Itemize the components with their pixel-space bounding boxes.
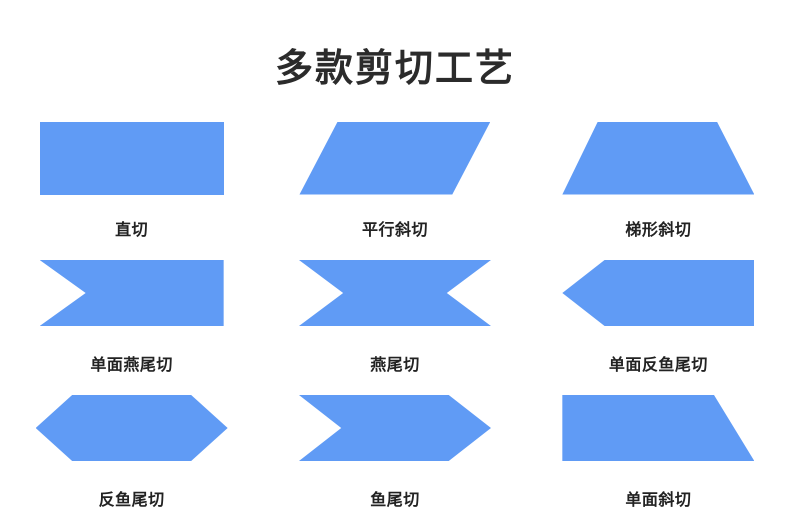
shape-reverse-fishtail-cut <box>35 395 228 461</box>
shape-single-dovetail-cut <box>39 260 224 326</box>
shape-label-single-dovetail-cut: 单面燕尾切 <box>90 357 173 374</box>
shape-figure-single-reverse-fishtail-cut <box>562 253 755 333</box>
shape-dovetail-cut <box>298 260 491 326</box>
shape-cell-single-reverse-fishtail-cut: 单面反鱼尾切 <box>527 253 790 388</box>
shape-single-bevel-cut <box>562 395 755 461</box>
shape-cell-single-dovetail-cut: 单面燕尾切 <box>0 253 263 388</box>
shape-figure-parallel-bevel-cut <box>299 118 491 198</box>
shape-figure-dovetail-cut <box>298 253 491 333</box>
shape-label-reverse-fishtail-cut: 反鱼尾切 <box>98 492 165 509</box>
shape-cell-straight-cut: 直切 <box>0 118 263 253</box>
shape-label-straight-cut: 直切 <box>115 222 149 239</box>
shape-cell-reverse-fishtail-cut: 反鱼尾切 <box>0 388 263 523</box>
shape-fishtail-cut <box>298 395 491 461</box>
shape-single-reverse-fishtail-cut <box>562 260 755 326</box>
shape-figure-fishtail-cut <box>298 388 491 468</box>
shape-figure-reverse-fishtail-cut <box>35 388 228 468</box>
shape-label-single-reverse-fishtail-cut: 单面反鱼尾切 <box>608 357 708 374</box>
shape-figure-single-dovetail-cut <box>36 253 228 333</box>
page-title: 多款剪切工艺 <box>274 48 515 90</box>
shape-label-fishtail-cut: 鱼尾切 <box>370 492 420 509</box>
shape-cell-single-bevel-cut: 单面斜切 <box>527 388 790 523</box>
shape-label-dovetail-cut: 燕尾切 <box>370 357 420 374</box>
shape-figure-single-bevel-cut <box>562 388 755 468</box>
shape-cell-fishtail-cut: 鱼尾切 <box>263 388 526 523</box>
shape-label-parallel-bevel-cut: 平行斜切 <box>361 222 428 239</box>
shape-figure-trapezoid-bevel-cut <box>562 118 755 198</box>
shape-label-trapezoid-bevel-cut: 梯形斜切 <box>625 222 692 239</box>
shape-parallel-bevel-cut <box>299 121 491 195</box>
shape-label-single-bevel-cut: 单面斜切 <box>625 492 692 509</box>
shape-straight-cut <box>39 121 224 195</box>
shape-cell-dovetail-cut: 燕尾切 <box>263 253 526 388</box>
shape-grid: 直切 平行斜切 梯形斜切 单面燕尾切 燕尾切 单面反鱼尾切 反鱼 <box>0 118 790 523</box>
shape-trapezoid-bevel-cut <box>562 121 755 195</box>
shape-figure-straight-cut <box>36 118 228 198</box>
shape-cell-parallel-bevel-cut: 平行斜切 <box>263 118 526 253</box>
shape-cell-trapezoid-bevel-cut: 梯形斜切 <box>527 118 790 253</box>
